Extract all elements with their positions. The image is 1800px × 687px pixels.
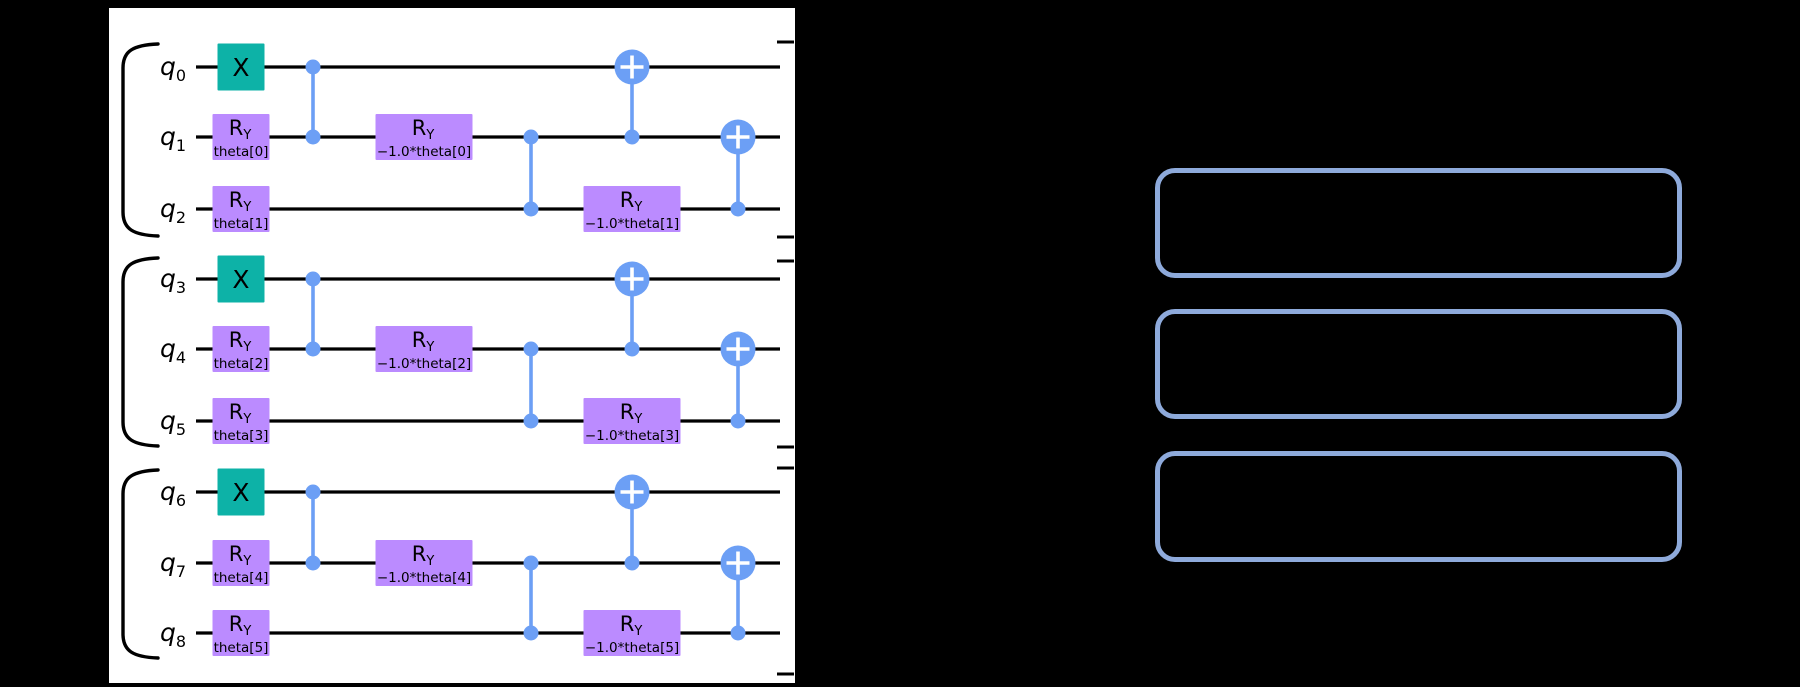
cnot-control-dot [624, 341, 640, 357]
ry-gate-label: RY [620, 400, 643, 427]
ry-gate-param: theta[3] [214, 428, 269, 444]
ry-gate-label: RY [412, 542, 435, 569]
ry-gate-label: RY [412, 328, 435, 355]
qubit-label: q6 [160, 477, 186, 510]
ry-gate-label: RY [229, 400, 252, 427]
ry-gate-param: theta[5] [214, 640, 269, 656]
x-gate [217, 255, 265, 303]
ry-gate [583, 610, 681, 656]
cnot-control-dot [624, 555, 640, 571]
x-gate-label: X [232, 53, 249, 82]
placeholder-box-2[interactable] [1155, 309, 1682, 419]
ry-gate [375, 540, 473, 586]
cz-control-dot [523, 413, 539, 429]
x-gate [217, 468, 265, 516]
ry-gate-param: −1.0*theta[0] [377, 144, 471, 160]
ry-gate-param: −1.0*theta[4] [377, 570, 471, 586]
ry-gate [375, 114, 473, 160]
ry-gate [212, 114, 270, 160]
ry-gate-param: −1.0*theta[3] [585, 428, 679, 444]
ry-gate [212, 540, 270, 586]
x-gate-label: X [232, 265, 249, 294]
cnot-control-dot [730, 201, 746, 217]
qubit-label: q2 [160, 194, 186, 227]
group-bracket-left [121, 42, 160, 238]
ry-gate-label: RY [412, 116, 435, 143]
quantum-circuit-diagram: q0q1q2q3q4q5q6q7q8XRYtheta[0]RYtheta[1]R… [121, 40, 794, 676]
cz-control-dot [305, 555, 321, 571]
qubit-label: q0 [160, 52, 186, 85]
ry-gate [583, 398, 681, 444]
x-gate-label: X [232, 478, 249, 507]
ry-gate-label: RY [620, 612, 643, 639]
group-bracket-left [121, 256, 160, 448]
ry-gate [212, 610, 270, 656]
qubit-label: q5 [160, 406, 186, 439]
ry-gate-param: −1.0*theta[2] [377, 356, 471, 372]
ry-gate-param: −1.0*theta[5] [585, 640, 679, 656]
ry-gate [583, 186, 681, 232]
ry-gate-param: −1.0*theta[1] [585, 216, 679, 232]
cnot-control-dot [730, 625, 746, 641]
cz-control-dot [305, 271, 321, 287]
ry-gate-param: theta[4] [214, 570, 269, 586]
ry-gate-label: RY [229, 328, 252, 355]
ry-gate-label: RY [229, 612, 252, 639]
cnot-control-dot [730, 413, 746, 429]
ry-gate-param: theta[2] [214, 356, 269, 372]
cz-control-dot [523, 625, 539, 641]
ry-gate [212, 326, 270, 372]
ry-gate-label: RY [229, 542, 252, 569]
qubit-label: q7 [160, 548, 186, 581]
cz-control-dot [523, 555, 539, 571]
qubit-label: q1 [160, 122, 186, 155]
ry-gate-param: theta[0] [214, 144, 269, 160]
ry-gate [212, 398, 270, 444]
placeholder-box-1[interactable] [1155, 168, 1682, 278]
cz-control-dot [523, 129, 539, 145]
cz-control-dot [523, 201, 539, 217]
cz-control-dot [305, 129, 321, 145]
qubit-label: q8 [160, 618, 186, 651]
placeholder-box-3[interactable] [1155, 451, 1682, 562]
cz-control-dot [305, 341, 321, 357]
cz-control-dot [305, 59, 321, 75]
ry-gate [212, 186, 270, 232]
ry-gate-label: RY [229, 188, 252, 215]
ry-gate-label: RY [229, 116, 252, 143]
qubit-label: q4 [160, 334, 186, 367]
ry-gate-label: RY [620, 188, 643, 215]
cz-control-dot [523, 341, 539, 357]
x-gate [217, 43, 265, 91]
ry-gate [375, 326, 473, 372]
group-bracket-left [121, 468, 160, 660]
qubit-label: q3 [160, 264, 186, 297]
cnot-control-dot [624, 129, 640, 145]
cz-control-dot [305, 484, 321, 500]
ry-gate-param: theta[1] [214, 216, 269, 232]
